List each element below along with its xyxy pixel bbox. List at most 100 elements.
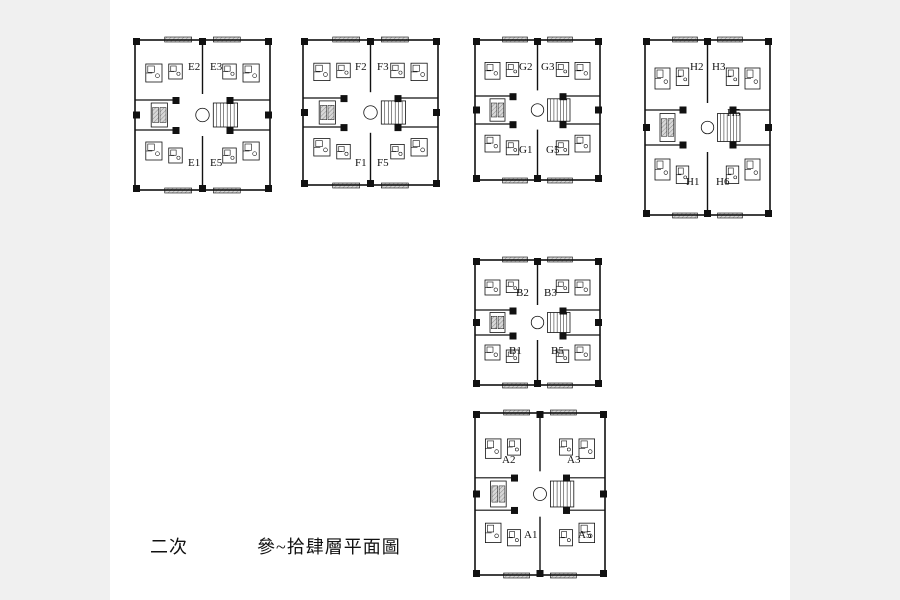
phase-label: 二次: [150, 537, 188, 557]
core: [489, 98, 571, 122]
stair: [547, 312, 571, 333]
column: [595, 319, 602, 326]
column: [595, 380, 602, 387]
column: [301, 180, 308, 187]
column: [133, 111, 140, 119]
column: [536, 570, 544, 577]
stair: [547, 98, 571, 122]
column: [509, 121, 517, 129]
column: [765, 38, 772, 45]
drawing-title: 參~拾肆層平面圖: [257, 537, 401, 557]
elevator-car: [491, 485, 498, 503]
elevator-car: [491, 102, 498, 118]
column: [559, 332, 567, 340]
unit-label-f1: F1: [355, 157, 367, 169]
column: [765, 210, 772, 217]
column: [265, 38, 272, 45]
elevator-car: [667, 118, 674, 137]
lobby-column: [195, 107, 210, 123]
column: [559, 121, 567, 129]
stair: [380, 100, 406, 125]
column: [595, 106, 602, 114]
unit-label-b5: B5: [551, 345, 564, 357]
lobby-column: [363, 105, 378, 120]
column: [729, 106, 737, 114]
column: [473, 490, 480, 498]
elevator-car: [497, 102, 504, 118]
column: [679, 106, 687, 114]
unit-label-a5: A5: [578, 529, 592, 541]
column: [433, 180, 440, 187]
column: [367, 38, 374, 45]
column: [595, 175, 602, 182]
column: [765, 124, 772, 131]
unit-label-e1: E1: [188, 157, 200, 169]
column: [199, 38, 206, 45]
column: [265, 111, 272, 119]
column: [394, 95, 402, 103]
unit-label-b3: B3: [544, 287, 557, 299]
stair: [550, 480, 575, 508]
column: [679, 141, 687, 149]
unit-label-g5: G5: [546, 144, 560, 156]
column: [559, 307, 567, 315]
column: [433, 109, 440, 116]
column: [473, 106, 480, 114]
unit-label-a1: A1: [524, 529, 537, 541]
column: [509, 332, 517, 340]
column: [509, 93, 517, 101]
column: [511, 506, 518, 514]
core: [489, 312, 571, 333]
column: [367, 180, 374, 187]
drawing-sheet: [110, 0, 790, 600]
column: [704, 38, 711, 45]
elevator-car: [320, 105, 327, 120]
column: [704, 210, 711, 217]
unit-label-h6: H6: [716, 176, 730, 188]
core: [659, 113, 741, 142]
lobby-column: [530, 315, 545, 330]
column: [563, 474, 570, 482]
column: [534, 38, 541, 45]
unit-label-f2: F2: [355, 61, 367, 73]
elevator-car: [159, 107, 167, 123]
column: [559, 93, 567, 101]
column: [473, 570, 480, 577]
unit-label-e3: E3: [210, 61, 223, 73]
column: [301, 38, 308, 45]
column: [340, 95, 348, 103]
column: [199, 185, 206, 192]
column: [600, 411, 607, 418]
column: [172, 127, 180, 134]
column: [473, 38, 480, 45]
unit-label-g1: G1: [519, 144, 532, 156]
unit-label-a3: A3: [567, 454, 581, 466]
unit-label-f5: F5: [377, 157, 389, 169]
unit-label-h1: H1: [686, 176, 699, 188]
column: [473, 319, 480, 326]
elevator-car: [497, 316, 504, 329]
column: [509, 307, 517, 315]
lobby-column: [700, 120, 715, 135]
column: [600, 490, 607, 498]
elevator-car: [498, 485, 506, 503]
unit-label-g3: G3: [541, 61, 555, 73]
column: [133, 185, 140, 192]
column: [536, 411, 544, 418]
unit-label-h5: H5: [727, 107, 741, 119]
column: [563, 506, 570, 514]
column: [473, 411, 480, 418]
stair: [212, 102, 239, 128]
column: [534, 258, 541, 265]
column: [643, 124, 650, 131]
lobby-column: [530, 103, 545, 117]
column: [226, 97, 234, 104]
column: [643, 38, 650, 45]
column: [133, 38, 140, 45]
column: [433, 38, 440, 45]
column: [534, 175, 541, 182]
